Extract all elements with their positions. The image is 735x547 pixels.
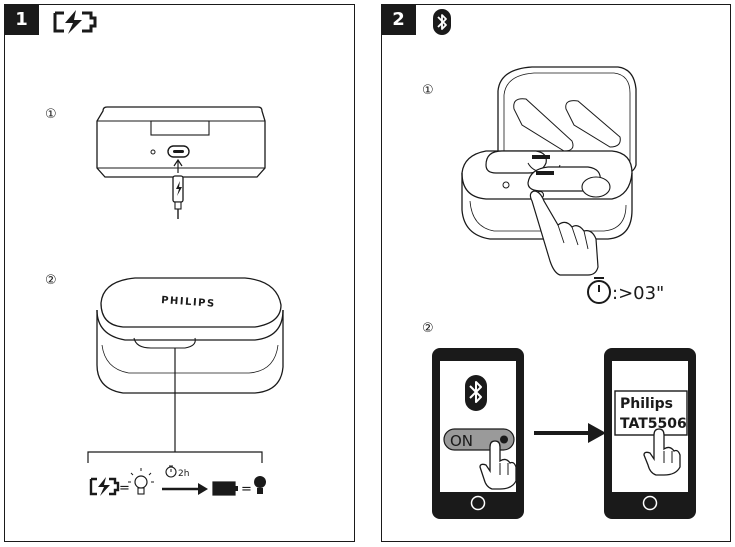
charging-panel: 1 ① ② P: [4, 4, 355, 542]
arrow-right-icon: [162, 483, 208, 495]
phone-pairing-illustration: ON Philips TAT5506: [432, 348, 696, 519]
bluetooth-icon: [433, 9, 451, 35]
tap-hand-icon: [479, 440, 517, 490]
step-number-badge: 2: [381, 4, 416, 35]
phone-device-list: Philips TAT5506: [604, 348, 696, 519]
charging-case-port-view: [96, 106, 266, 219]
brand-logo-text: PHILIPS: [161, 295, 216, 310]
equals-sign-2: =: [241, 482, 252, 497]
open-case-illustration: [461, 66, 637, 276]
tap-hand-icon: [643, 428, 681, 476]
substep-marker-2: ②: [422, 321, 434, 336]
bluetooth-on-toggle[interactable]: ON: [443, 428, 515, 451]
timer-icon: [165, 465, 177, 478]
toggle-label: ON: [450, 432, 473, 450]
step-number-badge: 1: [4, 4, 39, 35]
stopwatch-icon: [587, 277, 611, 304]
led-bulb-off-icon: [254, 476, 266, 494]
charging-case-closed-view: PHILIPS: [87, 277, 284, 463]
battery-charging-icon: [53, 10, 97, 34]
phone-bluetooth-settings: ON: [432, 348, 524, 519]
equals-sign-1: =: [119, 481, 130, 496]
substep-marker-1: ①: [422, 83, 434, 98]
substep-marker-1: ①: [45, 107, 57, 122]
bluetooth-large-icon: [465, 375, 487, 411]
substep-marker-2: ②: [45, 273, 57, 288]
device-name-model: TAT5506: [620, 416, 687, 432]
arrow-right-icon: [534, 423, 606, 443]
battery-charging-small-icon: [89, 477, 120, 496]
device-name-brand: Philips: [620, 396, 673, 412]
device-list-item[interactable]: Philips TAT5506: [614, 390, 688, 436]
hold-timer: :>03": [587, 277, 664, 304]
pairing-panel: 2 ① ② :>03": [381, 4, 731, 542]
charging-legend: = 2h =: [89, 465, 266, 497]
charge-duration-label: 2h: [178, 469, 189, 479]
battery-full-icon: [212, 481, 238, 496]
hold-duration-label: :>03": [612, 283, 664, 304]
led-bulb-lit-icon: [128, 468, 154, 495]
